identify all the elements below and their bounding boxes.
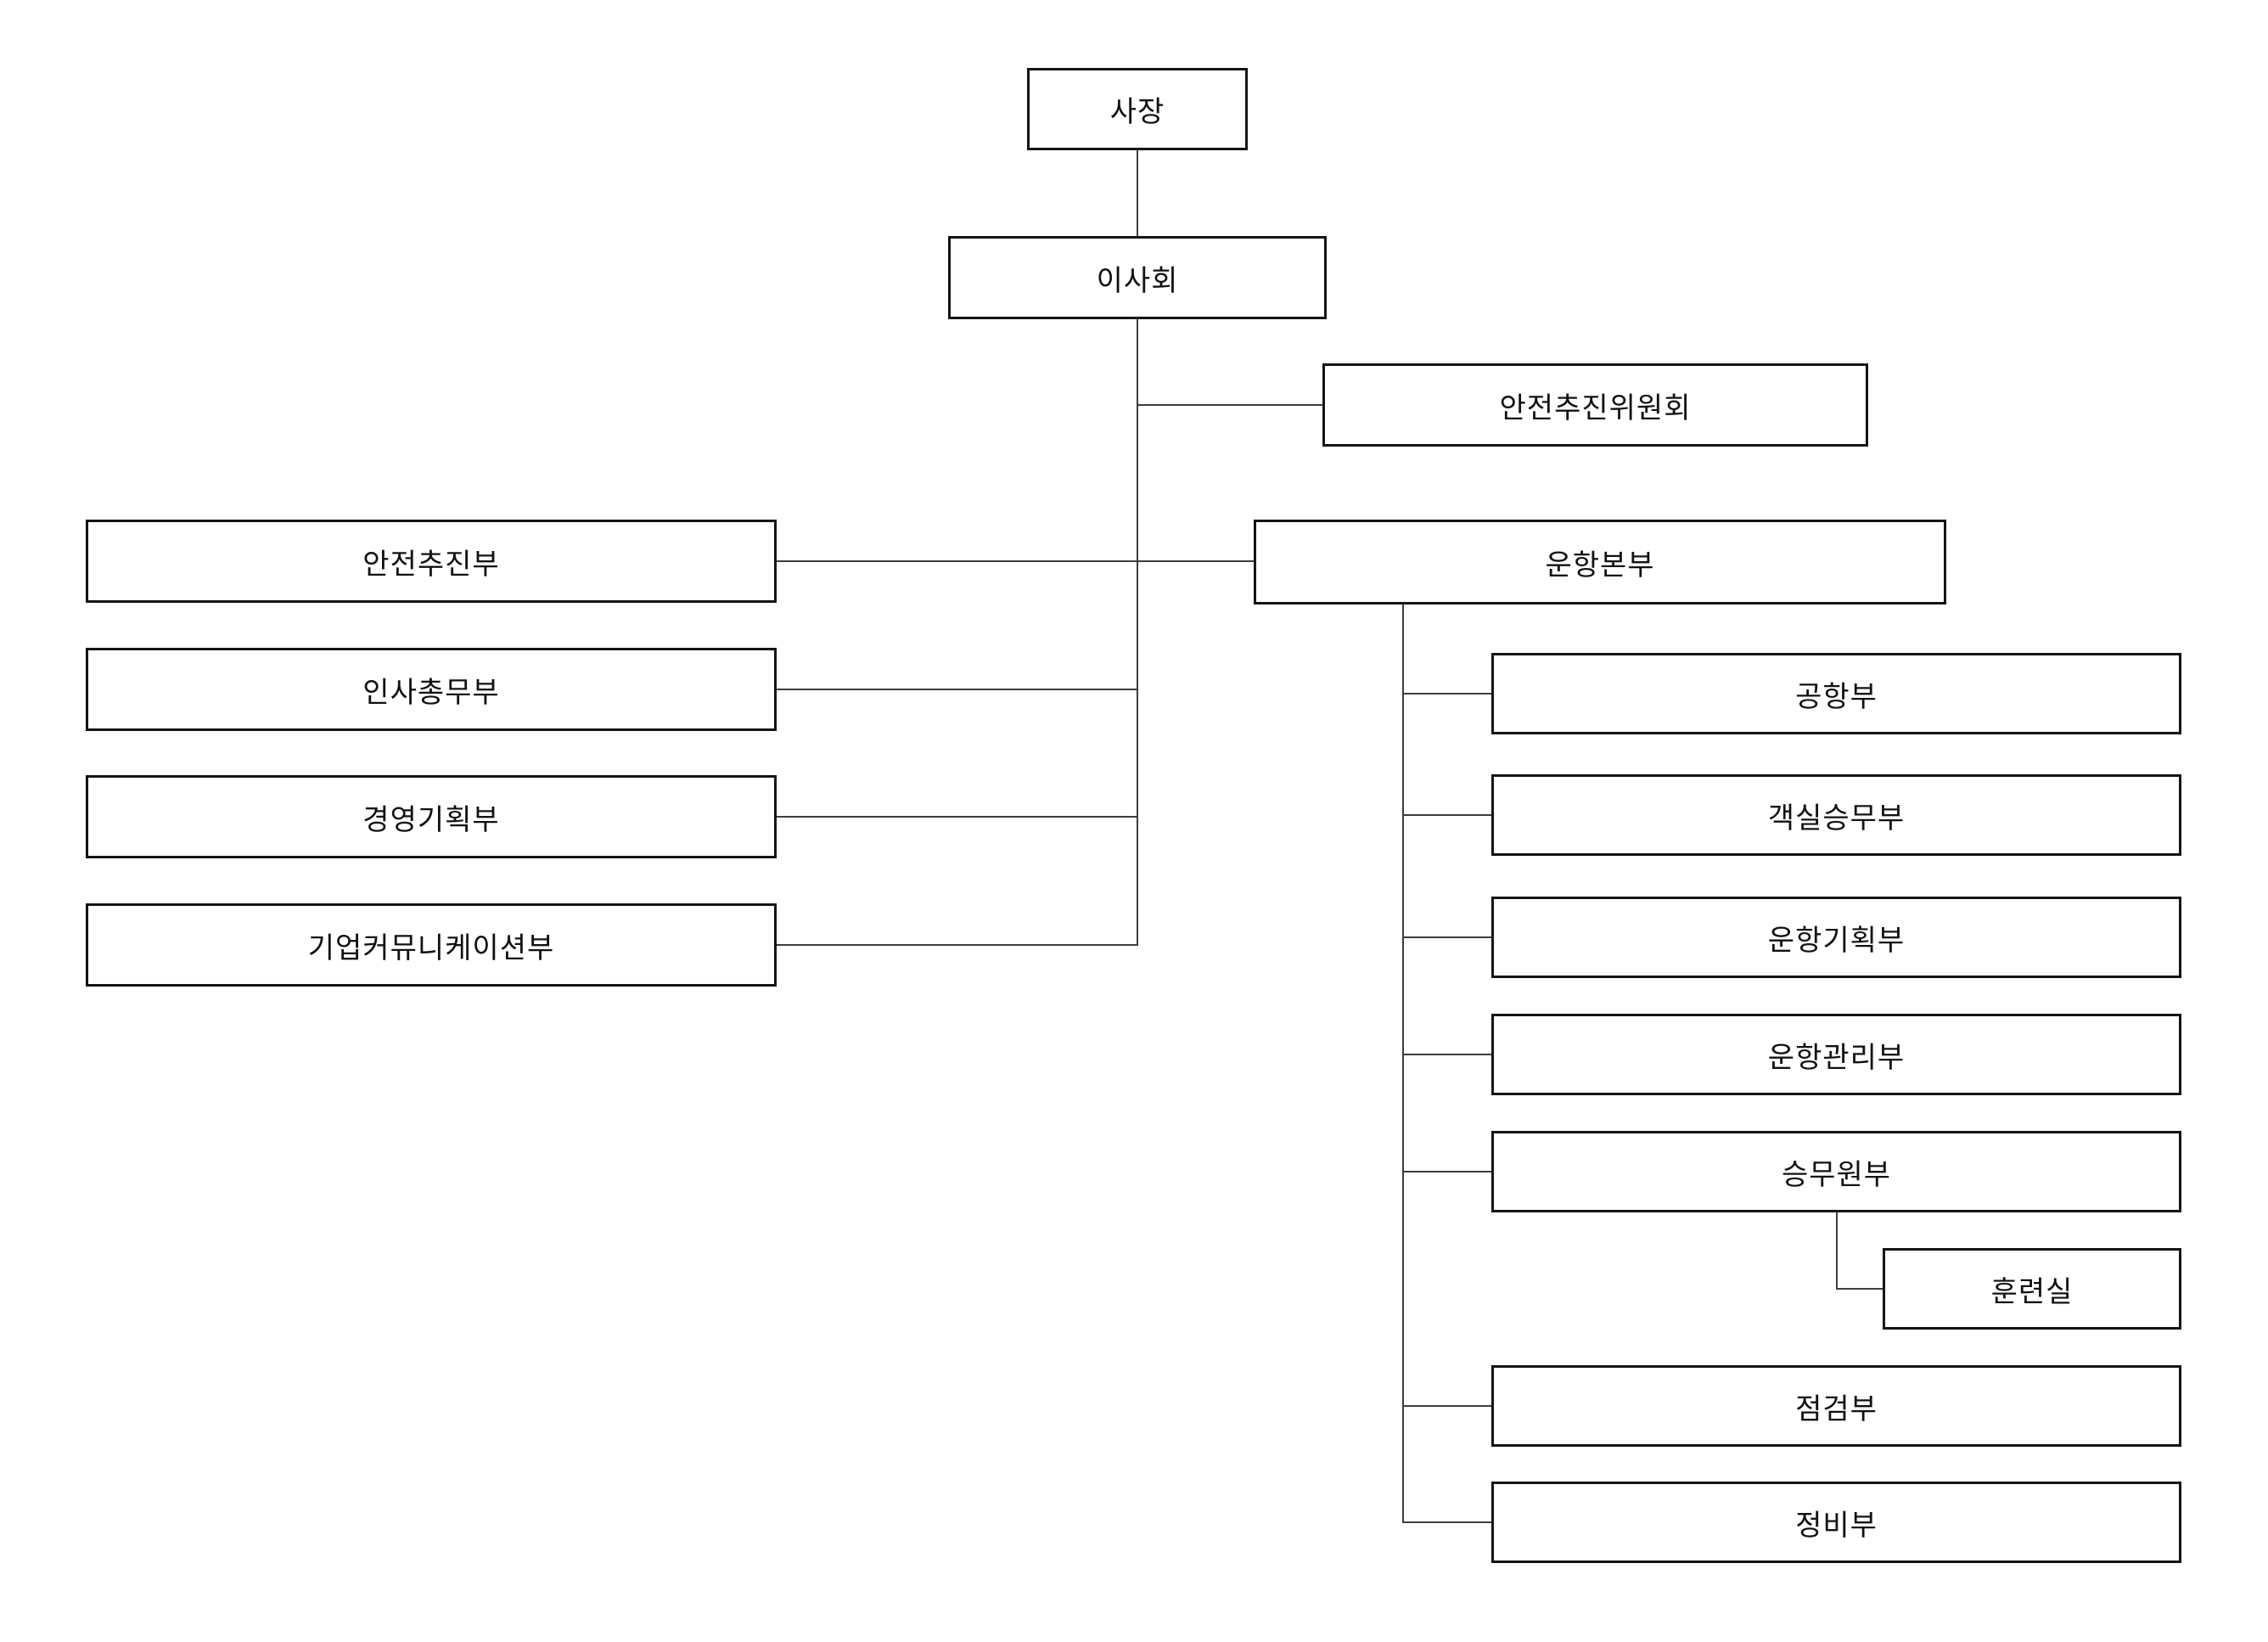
- org-node-crew-dept: 승무원부: [1491, 1131, 2181, 1212]
- connector-maintenance-dept: [1402, 1521, 1491, 1523]
- org-node-flight-planning-dept: 운항기획부: [1491, 897, 2181, 978]
- org-node-cabin-crew-dept: 객실승무부: [1491, 774, 2181, 856]
- connector-safety-dept-flight-ops: [777, 560, 1254, 562]
- org-node-management-planning-dept: 경영기획부: [86, 775, 777, 858]
- org-node-crew-dept-label: 승무원부: [1781, 1158, 1892, 1191]
- org-node-flight-planning-dept-label: 운항기획부: [1767, 924, 1906, 957]
- org-node-maintenance-dept: 정비부: [1491, 1482, 2181, 1563]
- connector-cabin-crew-dept: [1402, 814, 1491, 816]
- connector-crew-dept: [1402, 1171, 1491, 1172]
- org-node-flight-operations-hq: 운항본부: [1254, 520, 1946, 605]
- org-node-corporate-communications-dept-label: 기업커뮤니케이션부: [307, 931, 555, 964]
- connector-crew-training-vertical: [1836, 1212, 1838, 1290]
- connector-flight-planning-dept: [1402, 936, 1491, 938]
- org-node-management-planning-dept-label: 경영기획부: [362, 803, 500, 836]
- org-node-inspection-dept-label: 점검부: [1795, 1392, 1878, 1426]
- connector-inspection-dept: [1402, 1405, 1491, 1407]
- org-node-president-label: 사장: [1109, 96, 1165, 128]
- org-node-cabin-crew-dept-label: 객실승무부: [1767, 801, 1906, 835]
- org-node-safety-dept-label: 안전추진부: [362, 548, 500, 581]
- connector-communications-dept: [777, 944, 1137, 946]
- org-node-corporate-communications-dept: 기업커뮤니케이션부: [86, 903, 777, 987]
- org-node-board: 이사회: [948, 236, 1327, 319]
- org-node-flight-control-dept: 운항관리부: [1491, 1014, 2181, 1095]
- connector-planning-dept: [777, 816, 1137, 818]
- org-node-airport-dept: 공항부: [1491, 653, 2181, 734]
- org-node-flight-control-dept-label: 운항관리부: [1767, 1041, 1906, 1074]
- org-node-hr-general-affairs-dept: 인사총무부: [86, 648, 777, 731]
- connector-airport-dept: [1402, 693, 1491, 694]
- org-node-flight-operations-hq-label: 운항본부: [1545, 548, 1655, 582]
- org-node-safety-dept: 안전추진부: [86, 520, 777, 603]
- org-node-safety-committee-label: 안전추진위원회: [1499, 391, 1692, 425]
- connector-hr-dept: [777, 689, 1137, 690]
- connector-flight-control-dept: [1402, 1054, 1491, 1055]
- org-node-training-room: 훈련실: [1883, 1248, 2181, 1330]
- org-node-inspection-dept: 점검부: [1491, 1365, 2181, 1447]
- org-node-maintenance-dept-label: 정비부: [1795, 1509, 1878, 1542]
- org-node-board-label: 이사회: [1096, 264, 1179, 297]
- org-node-safety-committee: 안전추진위원회: [1322, 363, 1868, 447]
- connector-president-board: [1137, 150, 1138, 236]
- org-node-airport-dept-label: 공항부: [1795, 680, 1878, 713]
- org-node-training-room-label: 훈련실: [1990, 1275, 2074, 1308]
- connector-crew-training-horizontal: [1836, 1288, 1883, 1290]
- connector-safety-committee: [1137, 404, 1322, 406]
- org-node-president: 사장: [1027, 68, 1248, 150]
- org-node-hr-general-affairs-dept-label: 인사총무부: [362, 676, 500, 709]
- connector-flight-ops-trunk: [1402, 605, 1404, 1523]
- connector-board-trunk: [1137, 319, 1138, 946]
